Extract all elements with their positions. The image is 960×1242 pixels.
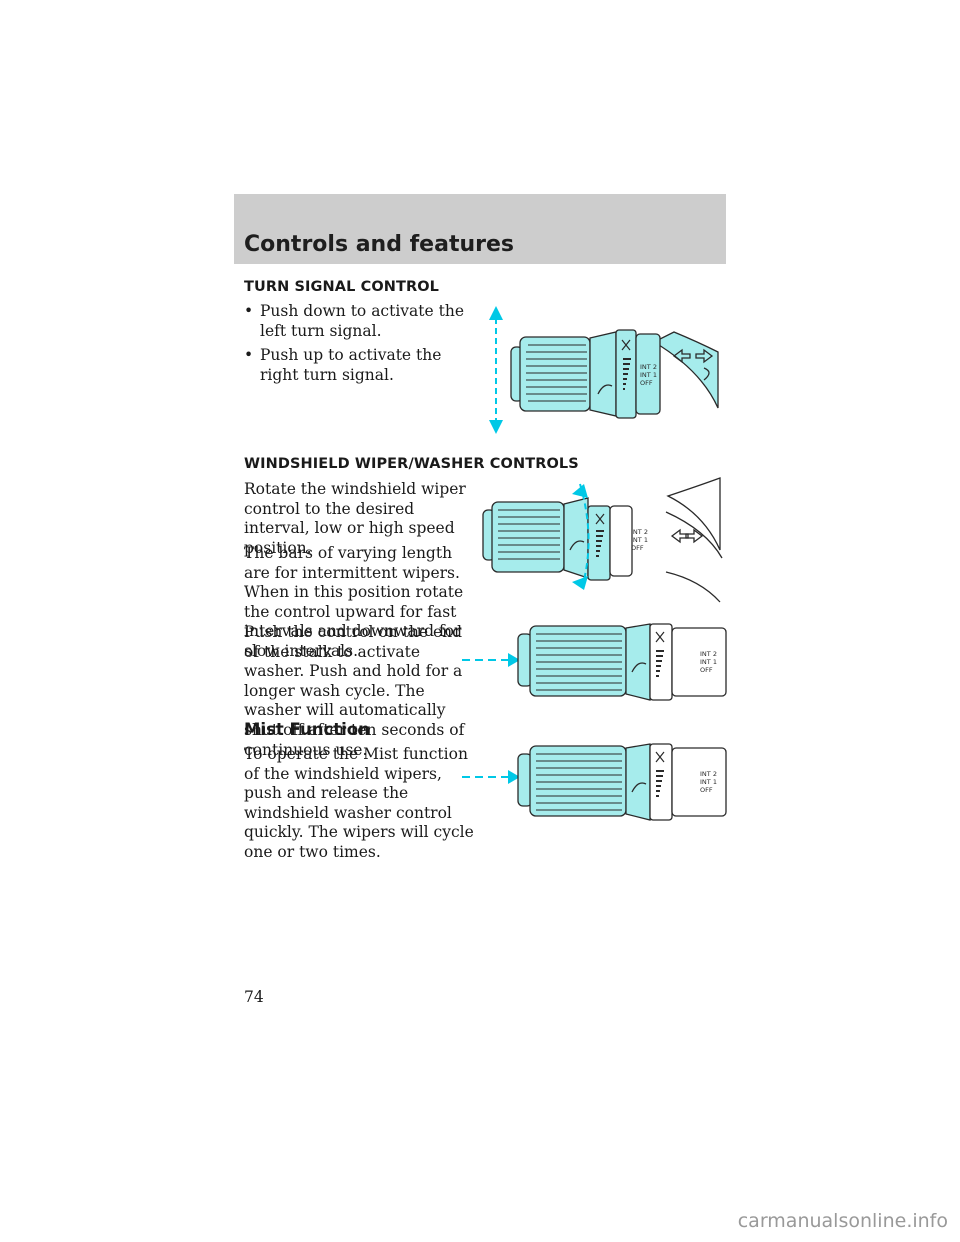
interval-bars-icon bbox=[656, 770, 664, 797]
label-off: OFF bbox=[700, 666, 713, 674]
high-speed-icon bbox=[655, 751, 665, 763]
wiper-icon bbox=[569, 540, 585, 551]
wiper-rotate-illustration: INT 2 INT 1 OFF bbox=[482, 477, 723, 603]
bullet-left-signal-text: Push down to activate the left turn sign… bbox=[260, 302, 465, 340]
up-arrow-icon bbox=[489, 306, 503, 320]
wiper-paragraph-intervals: The bars of varying length are for inter… bbox=[244, 544, 464, 660]
wiper-speed-ring bbox=[563, 497, 589, 579]
mist-function-heading: Mist Function bbox=[244, 720, 370, 739]
wiper-washer-heading: WINDSHIELD WIPER/WASHER CONTROLS bbox=[244, 456, 579, 472]
label-int2: INT 2 bbox=[631, 528, 648, 536]
washer-knob bbox=[491, 501, 565, 573]
watermark[interactable]: carmanualsonline.info bbox=[737, 1210, 948, 1232]
bullet-dot: • bbox=[244, 346, 254, 364]
label-off: OFF bbox=[700, 786, 713, 794]
high-speed-icon bbox=[655, 631, 665, 643]
push-arrow-icon bbox=[508, 653, 520, 667]
label-int1: INT 1 bbox=[631, 536, 648, 544]
bullet-right-signal-text: Push up to activate the right turn signa… bbox=[260, 346, 442, 384]
high-speed-icon bbox=[595, 513, 605, 525]
washer-knob bbox=[529, 745, 627, 817]
label-int1: INT 1 bbox=[640, 371, 657, 379]
label-off: OFF bbox=[640, 379, 653, 387]
bullet-left-signal: • Push down to activate the left turn si… bbox=[244, 302, 480, 341]
wiper-speed-ring bbox=[589, 331, 617, 417]
label-int2: INT 2 bbox=[700, 770, 717, 778]
washer-push-illustration: INT 2 INT 1 OFF bbox=[462, 623, 727, 701]
washer-knob bbox=[519, 336, 591, 412]
page-header-title: Controls and features bbox=[244, 232, 514, 257]
headlamp-icon bbox=[703, 367, 710, 381]
wiper-speed-ring bbox=[625, 743, 651, 821]
header-band bbox=[234, 194, 726, 264]
turn-signal-stalk-illustration: INT 2 INT 1 OFF bbox=[489, 306, 719, 434]
wiper-paragraph-washer: Push the control on the end of the stalk… bbox=[244, 623, 465, 759]
wiper-icon bbox=[631, 782, 647, 793]
label-int2: INT 2 bbox=[640, 363, 657, 371]
down-arrow-icon bbox=[489, 420, 503, 434]
rotate-up-arrow-icon bbox=[572, 484, 588, 498]
left-signal-icon bbox=[670, 528, 689, 544]
push-arrow-icon bbox=[508, 770, 520, 784]
rotate-down-arrow-icon bbox=[572, 576, 588, 590]
interval-bars-icon bbox=[623, 358, 631, 390]
turn-signal-heading: TURN SIGNAL CONTROL bbox=[244, 279, 440, 295]
right-signal-icon bbox=[695, 348, 714, 364]
wiper-paragraph-rotate: Rotate the windshield wiper control to t… bbox=[244, 480, 466, 557]
label-int1: INT 1 bbox=[700, 778, 717, 786]
right-signal-icon bbox=[685, 528, 704, 544]
interval-bars-icon bbox=[656, 650, 664, 677]
interval-bars-icon bbox=[596, 530, 604, 557]
left-signal-icon bbox=[672, 348, 691, 364]
label-int1: INT 1 bbox=[700, 658, 717, 666]
page-number: 74 bbox=[244, 988, 264, 1006]
mist-paragraph: To operate the Mist function of the wind… bbox=[244, 745, 474, 861]
wiper-speed-ring bbox=[625, 623, 651, 701]
bullet-dot: • bbox=[244, 302, 254, 320]
washer-knob bbox=[529, 625, 627, 697]
bullet-right-signal: • Push up to activate the right turn sig… bbox=[244, 346, 480, 385]
wiper-icon bbox=[631, 662, 647, 673]
high-speed-icon bbox=[621, 339, 631, 351]
label-int2: INT 2 bbox=[700, 650, 717, 658]
mist-push-illustration: INT 2 INT 1 OFF bbox=[462, 743, 727, 821]
label-off: OFF bbox=[631, 544, 644, 552]
wiper-icon bbox=[597, 384, 613, 395]
